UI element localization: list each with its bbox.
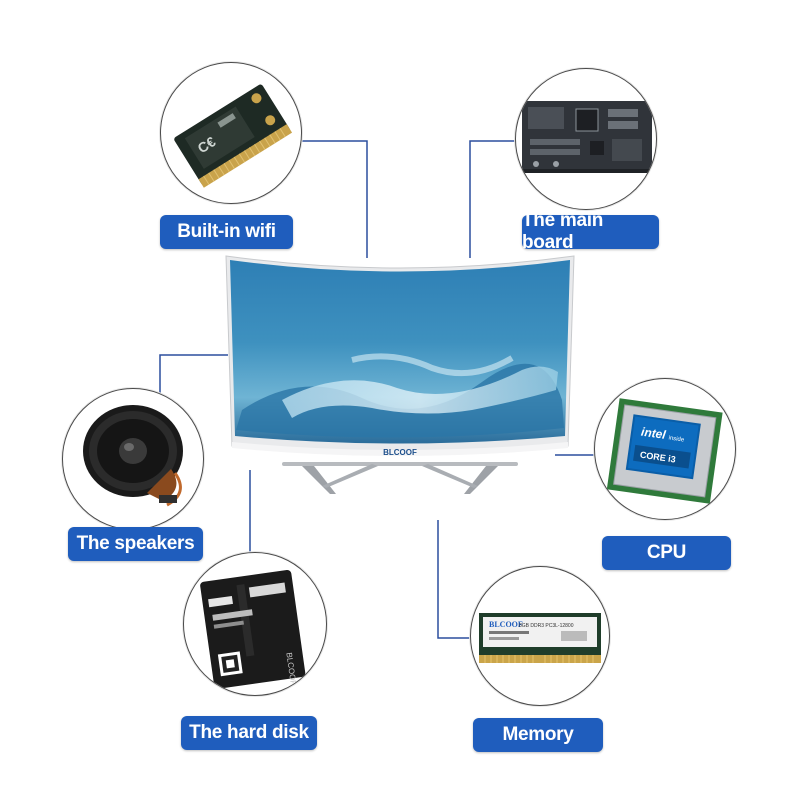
ram-brand: BLCOOF	[489, 620, 523, 629]
cpu-brand: intel	[640, 425, 667, 442]
label-cpu: CPU	[602, 536, 731, 570]
label-wifi: Built-in wifi	[160, 215, 293, 249]
ram-module-icon: BLCOOF 8GB DDR3 PC3L-12800	[479, 613, 601, 663]
connector-speakers	[159, 354, 228, 395]
connector-wifi	[292, 140, 368, 258]
ssd-icon: BLCOOF	[200, 570, 306, 689]
wifi-card-circle: C€	[160, 62, 302, 204]
label-mainboard: The main board	[522, 210, 659, 253]
ram-spec: 8GB DDR3 PC3L-12800	[519, 623, 574, 629]
memory-circle: BLCOOF 8GB DDR3 PC3L-12800	[470, 566, 610, 706]
connector-memory	[437, 520, 475, 639]
cpu-circle: intel inside CORE i3	[594, 378, 736, 520]
motherboard-icon	[522, 101, 652, 173]
monitor-brand: BLCOOF	[383, 448, 417, 457]
curved-monitor-icon: BLCOOF	[225, 255, 575, 494]
label-speakers: The speakers	[68, 527, 203, 561]
label-memory: Memory	[473, 718, 603, 752]
mainboard-circle	[515, 68, 657, 210]
connector-mainboard	[469, 140, 520, 258]
cpu-inside-text: inside	[668, 435, 685, 443]
cpu-chip-icon: intel inside CORE i3	[606, 398, 723, 504]
hard-disk-circle: BLCOOF	[183, 552, 327, 696]
wifi-card-icon: C€	[174, 84, 293, 188]
speaker-icon	[83, 405, 183, 507]
speaker-circle	[62, 388, 204, 530]
label-hard-disk: The hard disk	[181, 716, 317, 750]
cpu-model: CORE i3	[639, 450, 676, 465]
